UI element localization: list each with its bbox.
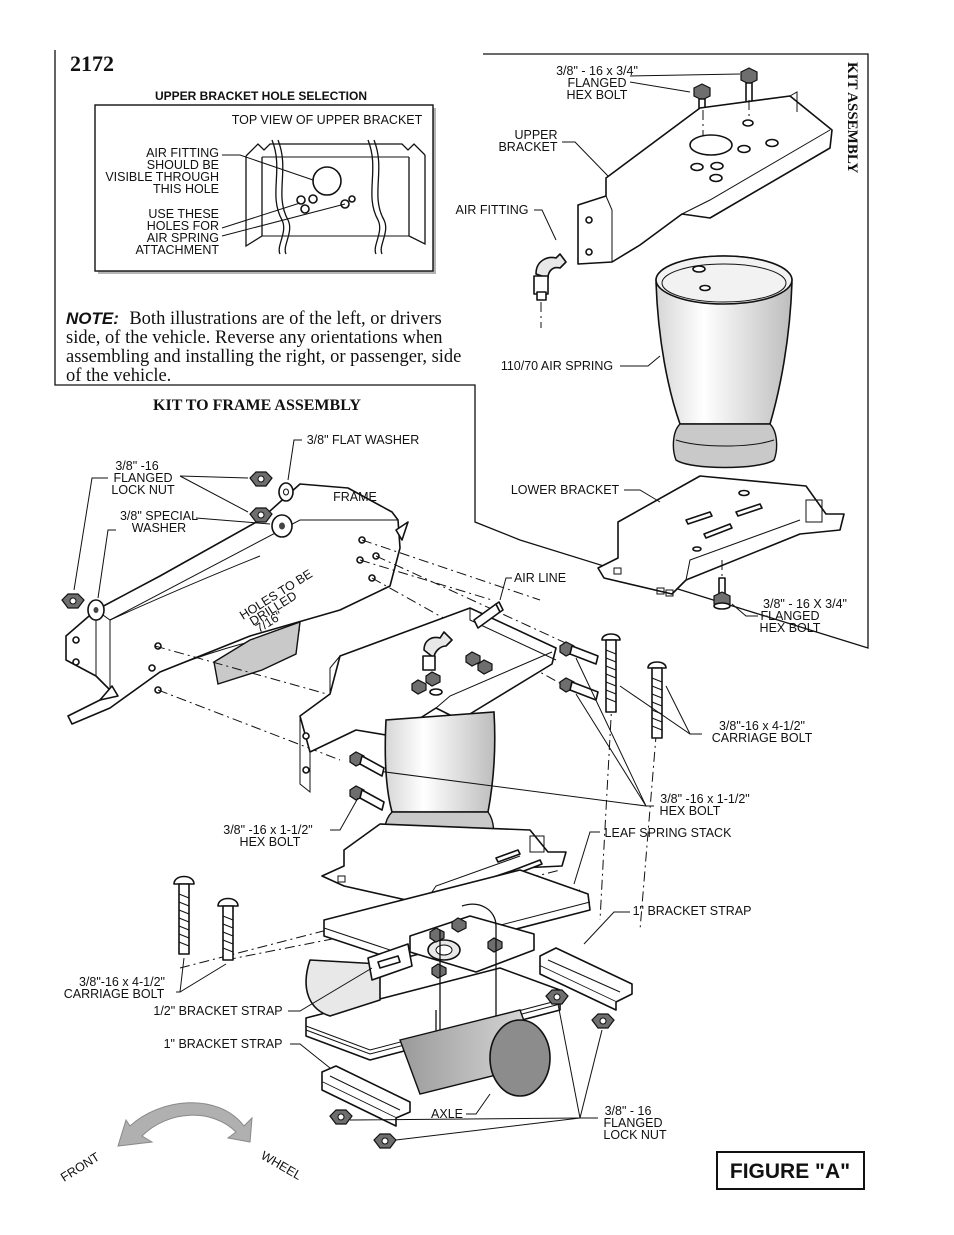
svg-text:3/8" SPECIAL: 3/8" SPECIAL (120, 509, 198, 523)
hex-bolt-center-lower (349, 785, 385, 811)
svg-text:LOWER BRACKET: LOWER BRACKET (511, 483, 620, 497)
hex-bolt-right-upper (559, 641, 599, 665)
svg-text:LOCK NUT: LOCK NUT (111, 483, 175, 497)
svg-text:FLANGED: FLANGED (603, 1116, 662, 1130)
svg-text:SHOULD BE: SHOULD BE (147, 158, 219, 172)
kit-to-frame-assembly: KIT TO FRAME ASSEMBLY FRAME HOLES TO BE (58, 397, 812, 1185)
svg-text:1" BRACKET STRAP: 1" BRACKET STRAP (164, 1037, 283, 1051)
svg-text:THIS HOLE: THIS HOLE (153, 182, 219, 196)
svg-text:LEAF SPRING STACK: LEAF SPRING STACK (605, 826, 733, 840)
svg-text:USE THESE: USE THESE (148, 207, 219, 221)
svg-text:CARRIAGE BOLT: CARRIAGE BOLT (64, 987, 165, 1001)
page-borders (54, 50, 869, 649)
svg-text:3/8"-16 x 4-1/2": 3/8"-16 x 4-1/2" (79, 975, 165, 989)
bottom-lock-nut-2 (591, 1013, 615, 1029)
upper-bracket-part (577, 91, 833, 265)
svg-text:3/8" -16 x 1-1/2": 3/8" -16 x 1-1/2" (660, 792, 749, 806)
lower-bracket-part (597, 475, 845, 597)
lock-nut-left (61, 593, 85, 609)
svg-text:AIR FITTING: AIR FITTING (146, 146, 219, 160)
svg-text:assembling and installing the: assembling and installing the right, or … (66, 347, 461, 367)
axle-part (399, 1009, 551, 1097)
bottom-lock-nut-3 (329, 1109, 353, 1125)
svg-text:UPPER: UPPER (514, 128, 557, 142)
svg-text:side, of the vehicle. Reverse: side, of the vehicle. Reverse any orient… (66, 328, 443, 348)
note-block: NOTE: Both illustrations are of the left… (66, 309, 461, 386)
svg-text:HEX BOLT: HEX BOLT (660, 804, 721, 818)
svg-text:AIR LINE: AIR LINE (514, 571, 566, 585)
bottom-lock-nut-1 (545, 989, 569, 1005)
lock-nut-upper (249, 471, 273, 487)
attachment-holes-callout: USE THESE HOLES FOR AIR SPRING ATTACHMEN… (135, 202, 346, 257)
carriage-bolt-left-1 (173, 875, 195, 955)
bracket-strap-left (321, 1065, 411, 1127)
center-plate (409, 903, 535, 1080)
bottom-hex-bolt (713, 577, 731, 610)
kit-assembly-title: KIT ASSEMBLY (844, 62, 860, 173)
carriage-bolt-right-2 (647, 661, 667, 739)
small-strap (367, 943, 413, 981)
top-hex-bolt-right (740, 67, 758, 106)
figure-label-box: FIGURE "A" (716, 1151, 865, 1190)
special-washer-upper (271, 514, 293, 538)
top-view-label: TOP VIEW OF UPPER BRACKET (232, 113, 423, 127)
hex-bolt-center-upper (349, 751, 385, 777)
top-hex-bolt-left (693, 83, 711, 115)
bracket-strap-right (539, 947, 633, 1011)
svg-text:WASHER: WASHER (132, 521, 186, 535)
svg-text:FLANGED: FLANGED (567, 76, 626, 90)
svg-text:BRACKET: BRACKET (498, 140, 557, 154)
svg-text:3/8" -16: 3/8" -16 (115, 459, 158, 473)
svg-text:LOCK NUT: LOCK NUT (603, 1128, 667, 1142)
flat-washer (278, 482, 294, 502)
page-number: 2172 (70, 51, 114, 76)
svg-text:ATTACHMENT: ATTACHMENT (135, 243, 219, 257)
hole-selection-title: UPPER BRACKET HOLE SELECTION (155, 89, 367, 103)
installed-upper-bracket (299, 601, 557, 794)
svg-text:FLANGED: FLANGED (113, 471, 172, 485)
svg-text:3/8"-16 x 4-1/2": 3/8"-16 x 4-1/2" (719, 719, 805, 733)
svg-text:AIR FITTING: AIR FITTING (456, 203, 529, 217)
hole-selection-panel: UPPER BRACKET HOLE SELECTION TOP VIEW OF… (94, 89, 436, 274)
air-fitting-callout: AIR FITTING SHOULD BE VISIBLE THROUGH TH… (105, 146, 314, 196)
svg-text:3/8" - 16 x 3/4": 3/8" - 16 x 3/4" (556, 64, 638, 78)
kit-to-frame-title: KIT TO FRAME ASSEMBLY (153, 397, 361, 414)
lock-nut-lower (249, 507, 273, 523)
kit-assembly: KIT ASSEMBLY 3/8" - 16 x 3/4" FLANGED HE… (456, 62, 860, 635)
svg-text:HEX BOLT: HEX BOLT (760, 621, 821, 635)
special-washer-left (87, 599, 105, 621)
figure-label: FIGURE "A" (730, 1160, 850, 1183)
air-fitting-part (533, 253, 567, 301)
svg-text:FLANGED: FLANGED (760, 609, 819, 623)
svg-text:1" BRACKET STRAP: 1" BRACKET STRAP (633, 904, 752, 918)
svg-text:3/8" FLAT WASHER: 3/8" FLAT WASHER (307, 433, 420, 447)
svg-text:HOLES FOR: HOLES FOR (147, 219, 219, 233)
svg-text:FRAME: FRAME (333, 490, 377, 504)
svg-text:3/8" -16 x 1-1/2": 3/8" -16 x 1-1/2" (223, 823, 312, 837)
front-label: FRONT (58, 1150, 102, 1185)
wheel-label: WHEEL (259, 1148, 305, 1182)
svg-text:CARRIAGE BOLT: CARRIAGE BOLT (712, 731, 813, 745)
svg-text:1/2" BRACKET STRAP: 1/2" BRACKET STRAP (153, 1004, 282, 1018)
carriage-bolt-right-1 (601, 633, 621, 713)
hex-bolt-right-lower (559, 677, 599, 701)
frame-rail (65, 483, 409, 725)
note-paragraph: NOTE: Both illustrations are of the left… (66, 309, 442, 329)
svg-text:VISIBLE THROUGH: VISIBLE THROUGH (105, 170, 219, 184)
bottom-lock-nut-4 (373, 1133, 397, 1149)
svg-text:110/70 AIR SPRING: 110/70 AIR SPRING (501, 359, 613, 373)
svg-text:AIR SPRING: AIR SPRING (147, 231, 219, 245)
svg-text:AXLE: AXLE (431, 1107, 463, 1121)
svg-text:3/8" - 16 X 3/4": 3/8" - 16 X 3/4" (763, 597, 847, 611)
direction-arrow (117, 1102, 253, 1147)
note-label: NOTE: (66, 309, 119, 328)
svg-text:of the vehicle.: of the vehicle. (66, 366, 171, 386)
svg-text:HEX BOLT: HEX BOLT (240, 835, 301, 849)
svg-text:3/8" - 16: 3/8" - 16 (605, 1104, 652, 1118)
carriage-bolt-left-2 (217, 897, 239, 961)
air-spring-part (655, 255, 793, 469)
svg-text:HEX BOLT: HEX BOLT (567, 88, 628, 102)
